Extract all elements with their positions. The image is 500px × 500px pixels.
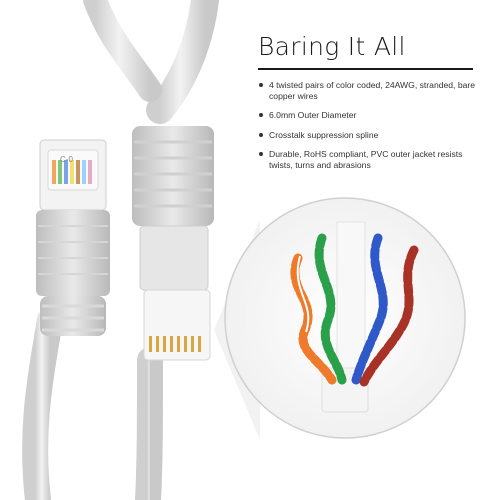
feature-text: Crosstalk suppression spline: [269, 129, 379, 140]
cable-loop: [22, 0, 219, 500]
feature-text: Durable, RoHS compliant, PVC outer jacke…: [269, 149, 463, 170]
rj45-connector-front: C-0: [36, 139, 110, 336]
connector-label: C-0: [60, 155, 73, 164]
list-item: Crosstalk suppression spline: [259, 130, 484, 141]
rj45-connector-side: [132, 126, 214, 361]
bullet-icon: [259, 113, 263, 117]
contact-pins: [149, 336, 201, 352]
feature-text: 6.0mm Outer Diameter: [269, 110, 357, 120]
page-title: Baring It All: [258, 32, 406, 61]
list-item: 6.0mm Outer Diameter: [259, 110, 484, 121]
title-divider: [258, 68, 473, 70]
pin-strips: [52, 160, 92, 184]
bullet-icon: [259, 132, 263, 137]
magnified-wires: [224, 197, 466, 439]
list-item: Durable, RoHS compliant, PVC outer jacke…: [259, 149, 484, 170]
feature-text: 4 twisted pairs of color coded, 24AWG, s…: [269, 80, 476, 101]
bullet-icon: [259, 152, 263, 156]
bullet-icon: [259, 83, 263, 87]
list-item: 4 twisted pairs of color coded, 24AWG, s…: [259, 80, 484, 101]
feature-list: 4 twisted pairs of color coded, 24AWG, s…: [259, 80, 484, 179]
